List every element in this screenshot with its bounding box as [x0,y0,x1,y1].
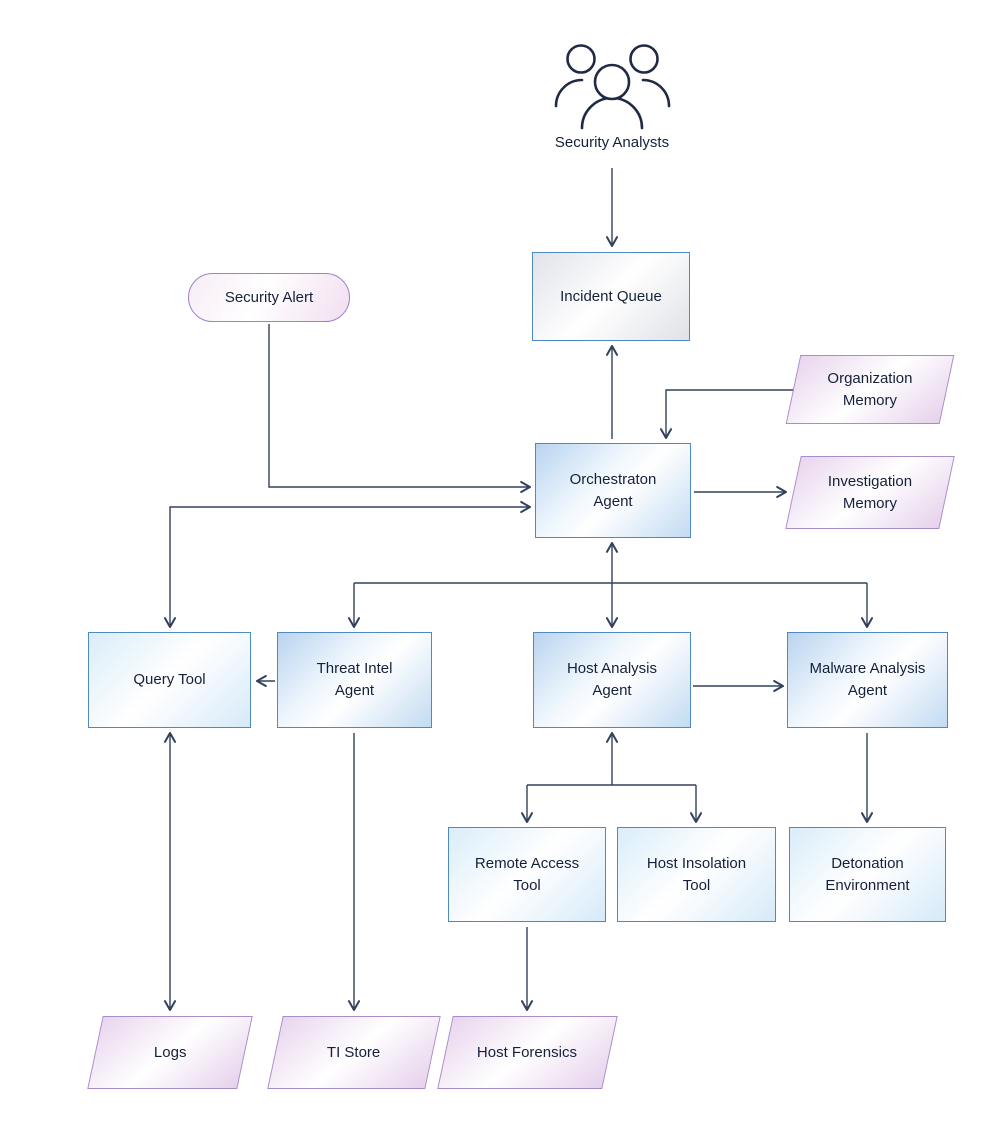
node-logs: Logs [87,1016,253,1089]
edge-orchestration-querytool [163,500,532,629]
node-incident-queue: Incident Queue [532,252,690,341]
organization-memory-label: Organization Memory [827,369,913,409]
host-forensics-label: Host Forensics [477,1043,578,1061]
ti-store-label: TI Store [327,1043,381,1061]
edge-orgmemory-to-orchestration [659,389,797,440]
investigation-memory-label: Investigation Memory [827,472,913,512]
node-ti-store: TI Store [267,1016,441,1089]
node-orchestration-agent: Orchestraton Agent [535,443,691,538]
node-investigation-memory: Investigation Memory [785,456,955,529]
node-malware-analysis-agent: Malware Analysis Agent [787,632,948,728]
node-query-tool: Query Tool [88,632,251,728]
logs-label: Logs [153,1043,187,1061]
node-host-analysis-agent: Host Analysis Agent [533,632,691,728]
node-threat-intel-agent: Threat Intel Agent [277,632,432,728]
node-remote-access-tool: Remote Access Tool [448,827,606,922]
node-host-forensics: Host Forensics [437,1016,618,1089]
node-host-isolation-tool: Host Insolation Tool [617,827,776,922]
security-analysts-icon [554,44,671,130]
security-analysts-label: Security Analysts [554,134,670,151]
edge-alert-to-orchestration [268,324,532,494]
node-security-alert: Security Alert [188,273,350,322]
node-detonation-environment: Detonation Environment [789,827,946,922]
node-organization-memory: Organization Memory [785,355,955,424]
